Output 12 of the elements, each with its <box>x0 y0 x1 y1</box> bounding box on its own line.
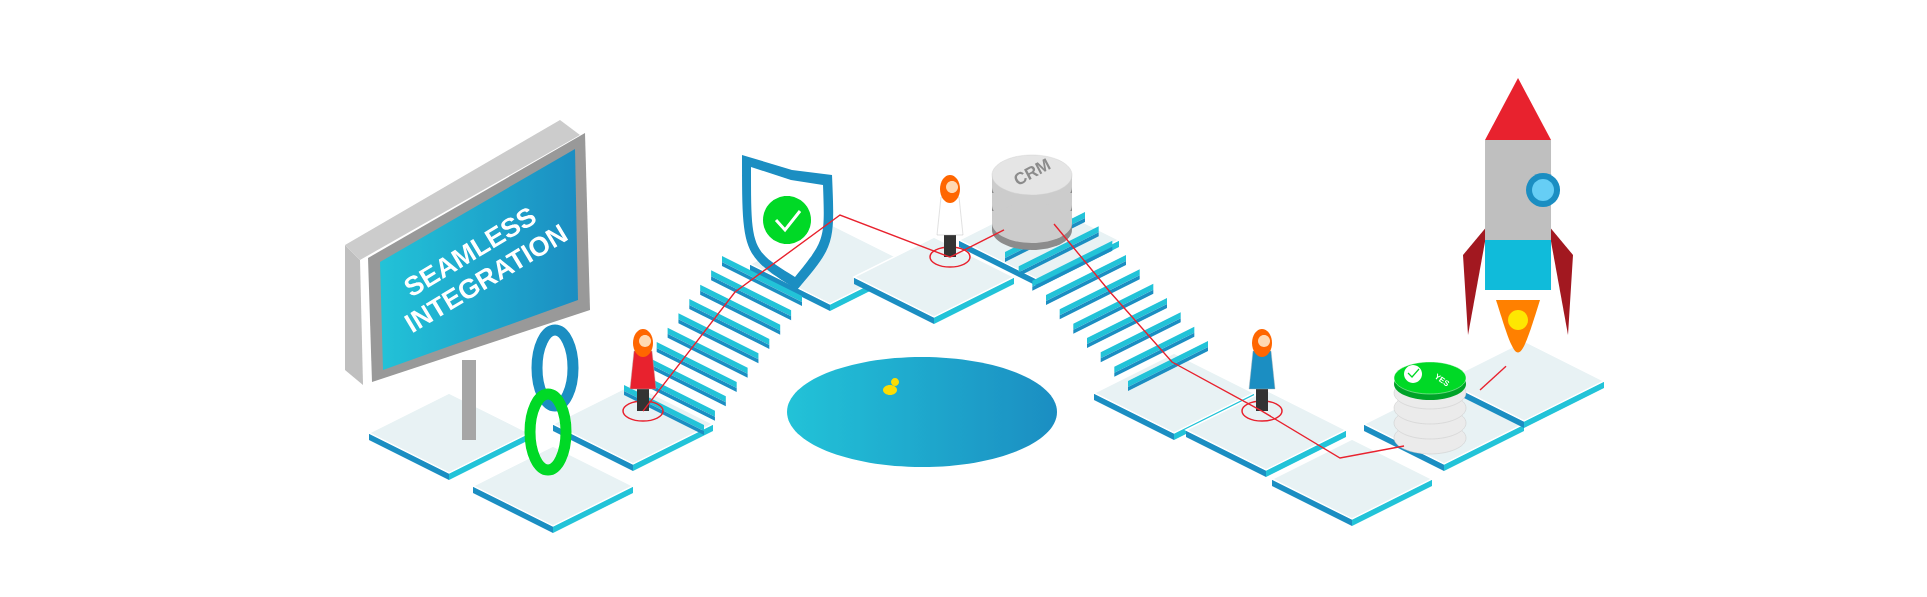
route-line <box>1053 223 1263 412</box>
route-line <box>1261 410 1405 459</box>
node-label: YES <box>1435 373 1450 387</box>
route-line <box>642 214 951 412</box>
person-figure <box>622 329 664 422</box>
rocket-drawing <box>1463 78 1573 353</box>
route-line <box>1479 365 1507 391</box>
person-figure <box>1241 329 1283 422</box>
person-figure <box>929 175 971 268</box>
route-line <box>949 229 1005 258</box>
coin-stack: YES <box>1393 361 1467 455</box>
database-cylinder: CRM <box>991 154 1073 250</box>
